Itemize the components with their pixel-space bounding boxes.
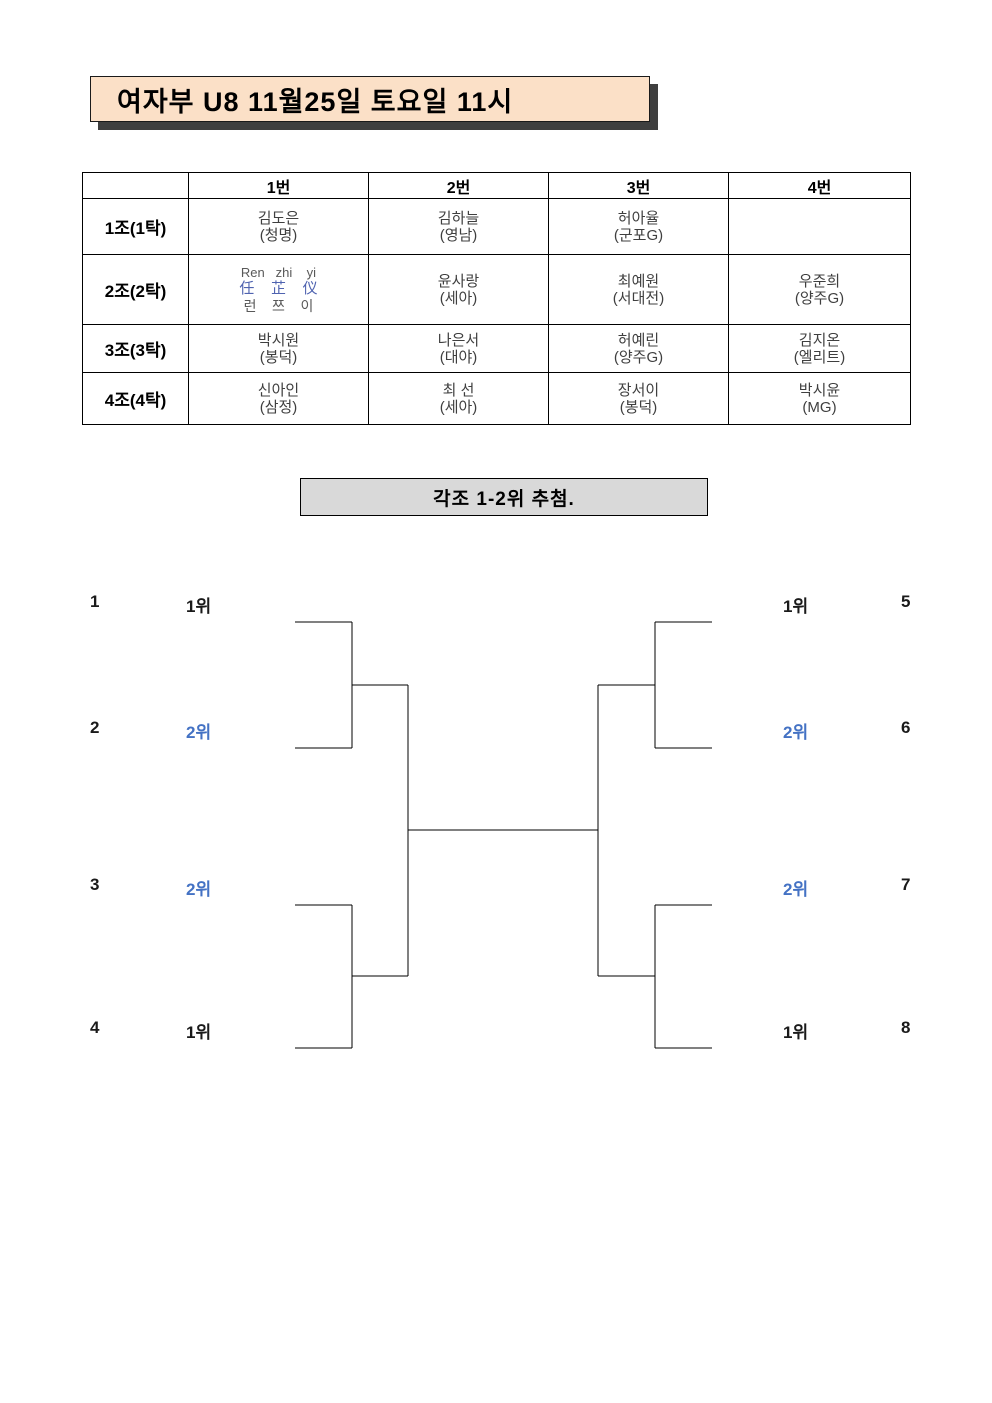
player-name-hanzi: 任 芷 仪 xyxy=(239,280,318,297)
player-name: 김도은 xyxy=(257,209,300,227)
player-cell: 김지온 (엘리트) xyxy=(728,324,911,373)
player-cell: Ren zhi yi 任 芷 仪 런 쯔 이 xyxy=(188,254,369,325)
player-cell: 최예원 (서대전) xyxy=(548,254,729,325)
player-name: 장서이 xyxy=(617,381,660,399)
player-cell: 윤사랑 (세아) xyxy=(368,254,549,325)
player-cell: 허예린 (양주G) xyxy=(548,324,729,373)
table-row: 3조(3탁) 박시원 (봉덕) 나은서 (대야) 허예린 (양주G) 김지온 (… xyxy=(82,324,911,373)
player-club: (양주G) xyxy=(794,289,845,307)
player-cell: 김하늘 (영남) xyxy=(368,198,549,255)
player-name: 김지온 xyxy=(798,331,841,349)
player-name: 윤사랑 xyxy=(437,272,480,290)
page-title: 여자부 U8 11월25일 토요일 11시 xyxy=(117,86,514,117)
row-label-group4: 4조(4탁) xyxy=(82,372,189,425)
player-club: (삼정) xyxy=(259,398,298,416)
table-header-row: 1번 2번 3번 4번 xyxy=(82,172,911,199)
rank-label: 1위 xyxy=(783,1023,809,1042)
title-banner: 여자부 U8 11월25일 토요일 11시 xyxy=(90,76,650,122)
player-club: (봉덕) xyxy=(259,348,298,366)
seed-number-6: 6 xyxy=(901,718,911,737)
rank-label: 2위 xyxy=(783,880,809,899)
seed-number-7: 7 xyxy=(901,875,911,894)
player-name: 허예린 xyxy=(617,331,660,349)
player-cell: 박시윤 (MG) xyxy=(728,372,911,425)
player-cell: 우준희 (양주G) xyxy=(728,254,911,325)
col-header-4: 4번 xyxy=(728,172,911,199)
player-club: (영남) xyxy=(439,226,478,244)
player-name: 신아인 xyxy=(257,381,300,399)
player-name: 박시원 xyxy=(257,331,300,349)
seed-number-5: 5 xyxy=(901,592,911,611)
seed-number-4: 4 xyxy=(90,1018,100,1037)
col-header-2: 2번 xyxy=(368,172,549,199)
player-name: 박시윤 xyxy=(798,381,841,399)
player-club: (세아) xyxy=(439,398,478,416)
rank-label: 2위 xyxy=(186,880,212,899)
corner-cell xyxy=(82,172,189,199)
seed-number-8: 8 xyxy=(901,1018,911,1037)
rank-label: 2위 xyxy=(186,723,212,742)
row-label-group3: 3조(3탁) xyxy=(82,324,189,373)
seed-number-3: 3 xyxy=(90,875,100,894)
table-row: 2조(2탁) Ren zhi yi 任 芷 仪 런 쯔 이 윤사랑 (세아) 최… xyxy=(82,254,911,325)
player-cell: 김도은 (청명) xyxy=(188,198,369,255)
empty-cell xyxy=(728,198,911,255)
rank-label: 1위 xyxy=(783,597,809,616)
player-cell: 신아인 (삼정) xyxy=(188,372,369,425)
table-row: 1조(1탁) 김도은 (청명) 김하늘 (영남) 허아율 (군포G) xyxy=(82,198,911,255)
col-header-1: 1번 xyxy=(188,172,369,199)
rank-label: 2위 xyxy=(783,723,809,742)
player-club: (군포G) xyxy=(613,226,664,244)
player-cell: 최 선 (세아) xyxy=(368,372,549,425)
player-cell: 장서이 (봉덕) xyxy=(548,372,729,425)
player-club: (MG) xyxy=(802,398,837,416)
col-header-3: 3번 xyxy=(548,172,729,199)
player-name: 최예원 xyxy=(617,272,660,290)
player-club: (세아) xyxy=(439,289,478,307)
player-cell: 나은서 (대야) xyxy=(368,324,549,373)
player-name: 우준희 xyxy=(798,272,841,290)
player-cell: 허아율 (군포G) xyxy=(548,198,729,255)
draw-notice-text: 각조 1-2위 추첨. xyxy=(433,488,575,510)
player-name: 최 선 xyxy=(442,381,475,399)
player-name: 나은서 xyxy=(437,331,480,349)
player-name-hangul: 런 쯔 이 xyxy=(243,298,314,314)
player-club: (양주G) xyxy=(613,348,664,366)
table-row: 4조(4탁) 신아인 (삼정) 최 선 (세아) 장서이 (봉덕) 박시윤 (M… xyxy=(82,372,911,425)
player-club: (서대전) xyxy=(612,289,665,307)
seed-number-1: 1 xyxy=(90,592,100,611)
player-club: (엘리트) xyxy=(793,348,846,366)
player-club: (청명) xyxy=(259,226,298,244)
player-club: (봉덕) xyxy=(619,398,658,416)
player-name-pinyin: Ren zhi yi xyxy=(240,265,317,280)
rank-label: 1위 xyxy=(186,597,212,616)
seed-number-2: 2 xyxy=(90,718,100,737)
rank-label: 1위 xyxy=(186,1023,212,1042)
row-label-group2: 2조(2탁) xyxy=(82,254,189,325)
row-label-group1: 1조(1탁) xyxy=(82,198,189,255)
player-name: 허아율 xyxy=(617,209,660,227)
draw-notice: 각조 1-2위 추첨. xyxy=(300,478,708,516)
player-club: (대야) xyxy=(439,348,478,366)
player-cell: 박시원 (봉덕) xyxy=(188,324,369,373)
player-name: 김하늘 xyxy=(437,209,480,227)
group-table: 1번 2번 3번 4번 1조(1탁) 김도은 (청명) 김하늘 (영남) 허아율… xyxy=(82,172,911,425)
